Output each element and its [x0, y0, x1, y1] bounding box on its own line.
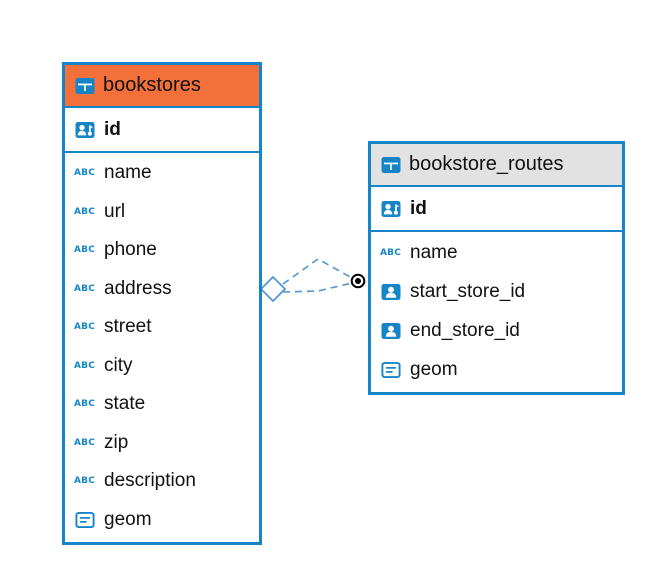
- geometry-icon: [380, 360, 401, 380]
- abc-glyph: ABC: [73, 245, 96, 256]
- column-row[interactable]: id: [371, 187, 622, 232]
- text-type-icon: ABC: [74, 394, 95, 414]
- column-row[interactable]: ABC zip: [65, 424, 259, 463]
- column-row[interactable]: start_store_id: [371, 272, 622, 311]
- column-name: street: [104, 316, 152, 338]
- text-type-icon: ABC: [74, 240, 95, 260]
- table-icon: [74, 76, 95, 96]
- column-row[interactable]: ABC url: [65, 193, 259, 232]
- abc-glyph: ABC: [73, 168, 96, 179]
- text-type-icon: ABC: [74, 279, 95, 299]
- abc-glyph: ABC: [73, 399, 96, 410]
- table-header[interactable]: bookstore_routes: [371, 144, 622, 187]
- relation-line-lower[interactable]: [282, 282, 353, 293]
- table-header[interactable]: bookstores: [65, 65, 259, 108]
- column-name: phone: [104, 239, 157, 261]
- column-row[interactable]: ABC name: [65, 154, 259, 193]
- column-row[interactable]: ABC city: [65, 347, 259, 386]
- column-name: description: [104, 470, 196, 492]
- abc-glyph: ABC: [73, 437, 96, 448]
- column-row[interactable]: id: [65, 108, 259, 153]
- column-name: name: [104, 162, 152, 184]
- abc-glyph: ABC: [379, 247, 402, 258]
- column-row[interactable]: ABC address: [65, 270, 259, 309]
- abc-glyph: ABC: [73, 476, 96, 487]
- column-name: start_store_id: [410, 280, 526, 302]
- pk-section: id: [371, 187, 622, 232]
- text-type-icon: ABC: [380, 243, 401, 263]
- text-type-icon: ABC: [74, 317, 95, 337]
- column-name: zip: [104, 431, 129, 453]
- text-type-icon: ABC: [74, 202, 95, 222]
- column-row[interactable]: ABC name: [371, 233, 622, 272]
- primary-key-icon: [74, 120, 95, 140]
- column-row[interactable]: end_store_id: [371, 311, 622, 350]
- relation-line-upper[interactable]: [282, 258, 353, 285]
- pk-section: id: [65, 108, 259, 153]
- column-row[interactable]: ABC description: [65, 462, 259, 501]
- primary-key-icon: [380, 199, 401, 219]
- text-type-icon: ABC: [74, 471, 95, 491]
- reference-icon: [380, 282, 401, 302]
- column-name: geom: [104, 508, 152, 530]
- column-row[interactable]: ABC street: [65, 308, 259, 347]
- column-name: id: [410, 197, 427, 219]
- text-type-icon: ABC: [74, 163, 95, 183]
- column-row[interactable]: ABC phone: [65, 231, 259, 270]
- relation-dot-ring: [350, 273, 366, 289]
- column-name: state: [104, 393, 146, 415]
- text-type-icon: ABC: [74, 433, 95, 453]
- column-name: city: [104, 354, 133, 376]
- abc-glyph: ABC: [73, 206, 96, 217]
- column-name: id: [104, 118, 121, 140]
- column-name: url: [104, 200, 126, 222]
- relation-dot-marker: [355, 278, 361, 284]
- column-name: name: [410, 241, 458, 263]
- table-title: bookstore_routes: [409, 153, 564, 175]
- column-row[interactable]: ABC state: [65, 385, 259, 424]
- table-icon: [380, 155, 401, 175]
- table-title: bookstores: [103, 74, 201, 96]
- text-type-icon: ABC: [74, 356, 95, 376]
- relation-diamond-marker: [259, 275, 287, 303]
- abc-glyph: ABC: [73, 322, 96, 333]
- abc-glyph: ABC: [73, 283, 96, 294]
- column-row[interactable]: geom: [65, 501, 259, 540]
- abc-glyph: ABC: [73, 360, 96, 371]
- geometry-icon: [74, 510, 95, 530]
- column-name: geom: [410, 358, 458, 380]
- column-name: end_store_id: [410, 319, 520, 341]
- column-name: address: [104, 277, 172, 299]
- table-bookstore-routes[interactable]: bookstore_routes id ABC name start_store_i…: [368, 141, 625, 395]
- reference-icon: [380, 321, 401, 341]
- column-row[interactable]: geom: [371, 350, 622, 389]
